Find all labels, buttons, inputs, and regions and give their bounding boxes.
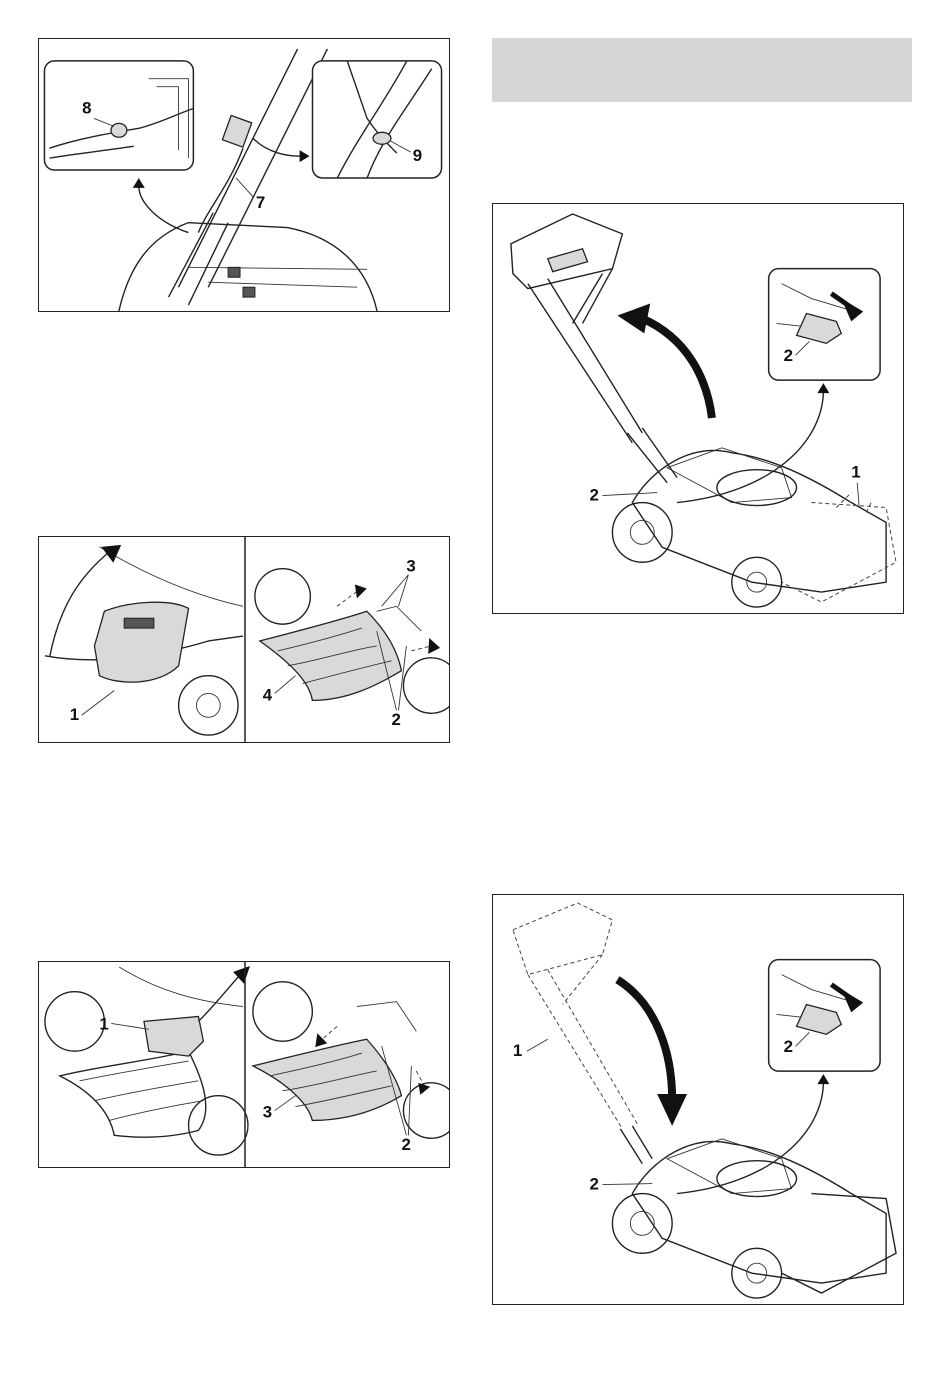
figure-cable-routing: 8 9 7 <box>38 38 450 312</box>
figure-flap-mulch: 1 3 2 <box>38 961 450 1168</box>
cable-routing-illustration: 8 9 7 <box>39 39 449 311</box>
section-header-bar <box>492 38 912 102</box>
flap-catcher-illustration: 1 3 4 2 <box>39 537 449 742</box>
callout-down-2-inset: 2 <box>784 1037 793 1056</box>
callout-mulch-2: 2 <box>401 1135 410 1154</box>
callout-down-2: 2 <box>590 1175 599 1194</box>
callout-flap-3: 3 <box>406 557 415 576</box>
figure-flap-catcher: 1 3 4 2 <box>38 536 450 743</box>
handle-fold-up-illustration: 2 2 1 <box>493 204 903 613</box>
callout-up-2-inset: 2 <box>784 346 793 365</box>
callout-7: 7 <box>256 193 265 212</box>
callout-down-1: 1 <box>513 1041 522 1060</box>
callout-up-1: 1 <box>851 463 860 482</box>
callout-flap-2: 2 <box>392 710 401 729</box>
callout-mulch-1: 1 <box>99 1014 108 1033</box>
figure-handle-fold-down: 2 1 2 <box>492 894 904 1305</box>
callout-up-2: 2 <box>590 486 599 505</box>
figure-handle-fold-up: 2 2 1 <box>492 203 904 614</box>
callout-mulch-3: 3 <box>263 1102 272 1121</box>
callout-flap-1: 1 <box>70 705 79 724</box>
callout-8: 8 <box>82 98 91 117</box>
handle-fold-down-illustration: 2 1 2 <box>493 895 903 1304</box>
flap-mulch-illustration: 1 3 2 <box>39 962 449 1167</box>
callout-flap-4: 4 <box>263 685 273 704</box>
callout-9: 9 <box>413 146 422 165</box>
